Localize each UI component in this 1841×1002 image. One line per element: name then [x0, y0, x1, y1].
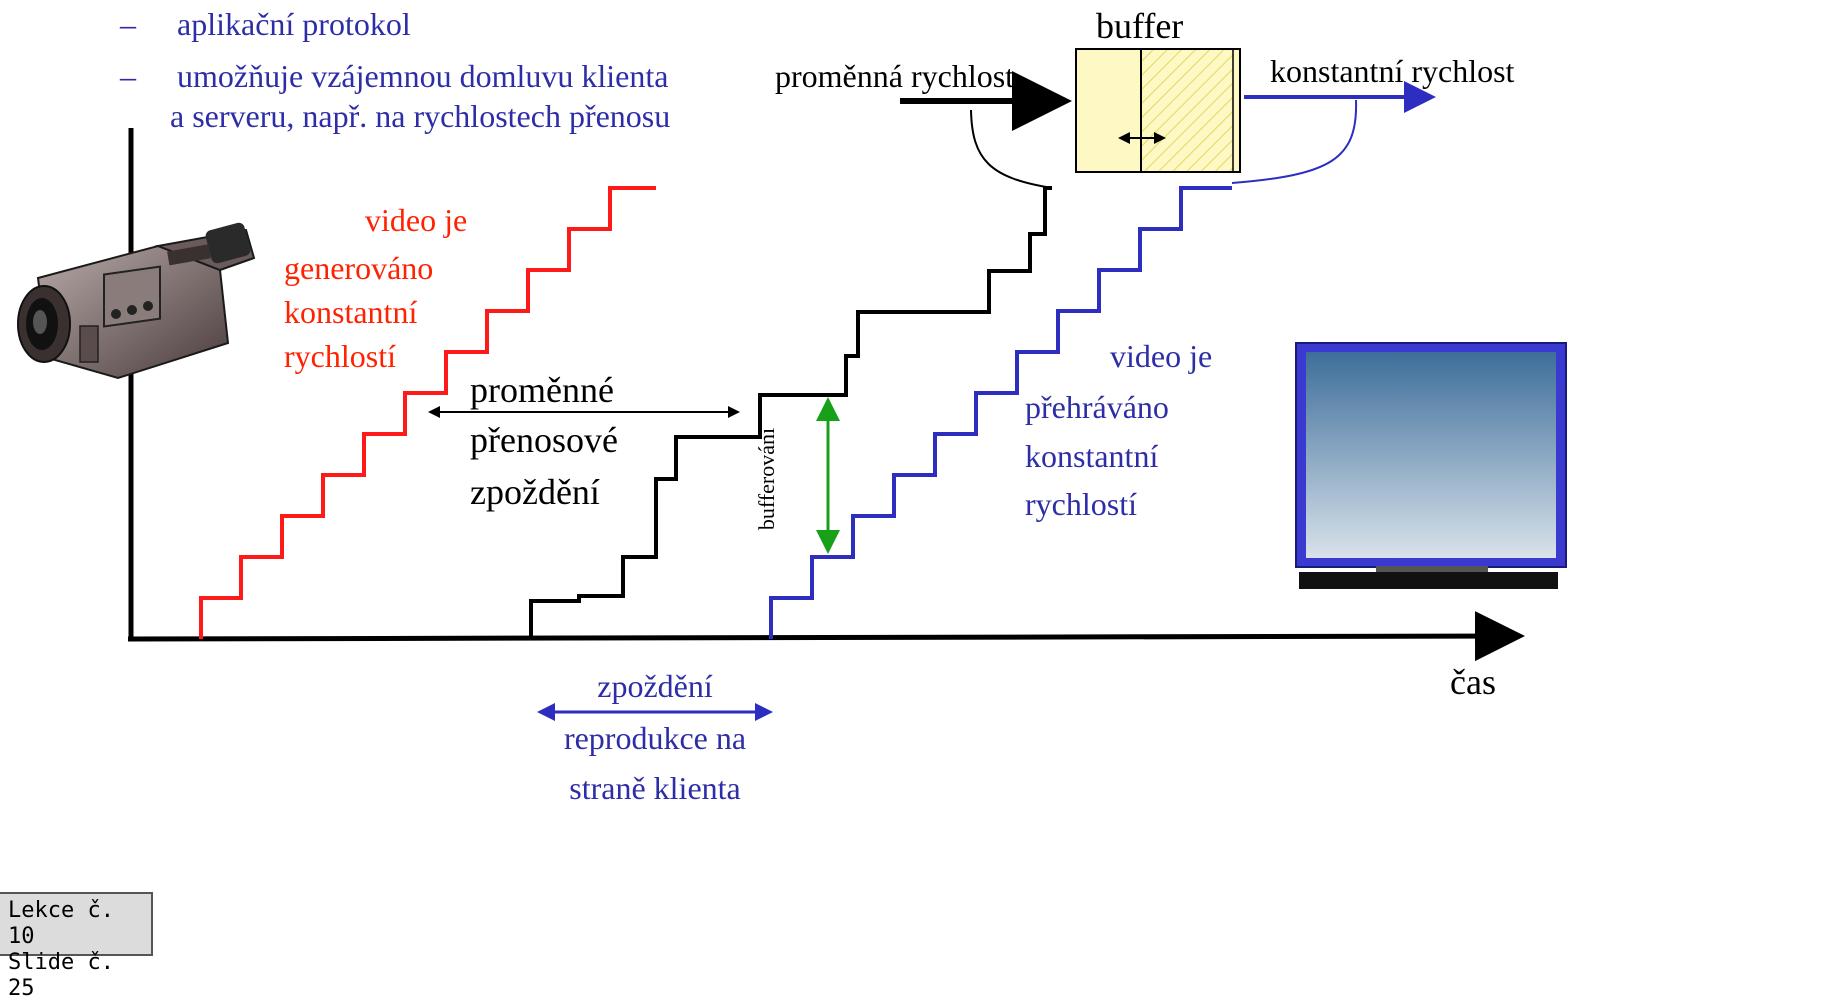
time-axis-label: čas [1450, 662, 1496, 702]
streaming-diagram [17, 48, 1567, 721]
video-camera-icon [17, 222, 256, 380]
played-label-4: rychlostí [1025, 486, 1137, 522]
x-axis [127, 611, 1525, 662]
buffering-label: bufferování [754, 427, 780, 531]
buffer-box [1075, 48, 1241, 173]
bullet-2-line-2: a serveru, např. na rychlostech přenosu [170, 98, 671, 134]
transfer-delay-label-1: proměnné [470, 370, 614, 410]
generated-label-2: generováno [284, 250, 434, 286]
bullet-2-line-1: umožňuje vzájemnou domluvu klienta [177, 58, 669, 94]
monitor-icon [1295, 342, 1567, 589]
bullet-dash-2: – [120, 58, 136, 94]
output-connector [1231, 99, 1358, 184]
played-label-2: přehráváno [1025, 389, 1169, 425]
buffer-input-label: proměnná rychlost [775, 58, 1015, 94]
played-label-1: video je [1110, 338, 1213, 374]
buffer-output-label: konstantní rychlost [1270, 53, 1515, 89]
lesson-number: Lekce č. 10 [8, 898, 114, 949]
red-staircase [199, 186, 656, 639]
played-label-3: konstantní [1025, 438, 1159, 474]
buffer-title: buffer [1096, 6, 1184, 46]
transfer-delay-label-2: přenosové [470, 420, 618, 460]
generated-label-3: konstantní [284, 294, 418, 330]
playout-delay-label-3: straně klienta [569, 770, 741, 806]
blue-staircase [769, 186, 1232, 639]
transfer-delay-label-3: zpoždění [470, 472, 600, 512]
slide-number: Slide č. 25 [8, 950, 114, 1001]
black-staircase [529, 186, 1052, 639]
generated-label-1: video je [365, 202, 468, 238]
slide-number-box: Lekce č. 10 Slide č. 25 [0, 892, 153, 1001]
bullet-1-text: aplikační protokol [177, 6, 411, 42]
input-connector [970, 109, 1053, 189]
playout-delay-label-2: reprodukce na [563, 720, 747, 756]
bullet-dash-1: – [120, 6, 136, 42]
playout-delay-label-1: zpoždění [597, 668, 713, 704]
generated-label-4: rychlostí [284, 338, 396, 374]
